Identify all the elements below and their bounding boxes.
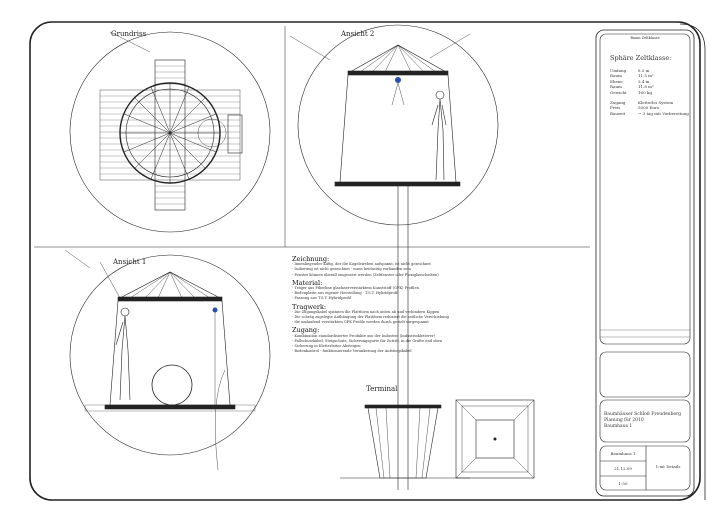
spec-value: 8.5 m [638, 68, 650, 73]
view-label-ansicht-2: Ansicht 2 [341, 30, 375, 38]
spec-key: Raum [610, 84, 622, 90]
sheet-detail: 1:mt Details [655, 464, 681, 469]
sheet-scale: 1:50 [618, 481, 628, 486]
project-info: Baumhäuser Schloß Freudenberg Planung fü… [604, 412, 681, 430]
spec-value: 11.5 m² [638, 73, 654, 79]
spec-value: 11.8 m³ [638, 84, 654, 90]
view-label-ansicht-1: Ansicht 1 [113, 258, 147, 266]
spec-key: Preis [610, 105, 621, 111]
title-block-top-label: Baum Zeltklasse [630, 36, 660, 40]
grundriss-plan [69, 31, 271, 233]
title-block-project [599, 399, 691, 443]
ansicht-2-elevation [297, 24, 499, 247]
spec-row: Umfang 8.5 m [610, 68, 690, 73]
spec-row: Raum 11.8 m³ [610, 84, 690, 89]
spec-key: Umfang [610, 68, 627, 73]
note-line: - Die schräg zugelegte Aufhängung der Pl… [292, 315, 449, 320]
spec-row: Zugang Kletterlei System [610, 100, 690, 105]
spec-value: Kletterlei System [638, 100, 674, 106]
title-block-info-text: Sphäre Zeltklasse: Umfang 8.5 m Raum 11.5 … [610, 54, 690, 116]
notes-heading: Zeichnung: [292, 255, 330, 263]
notes-heading: Zugang: [292, 326, 320, 335]
note-line: - Bodenkontrol - funktionierende Veranke… [292, 349, 412, 354]
title-block-info [599, 33, 691, 345]
notes-block: Zeichnung: - Innenliegender Käfig, der d… [292, 254, 592, 354]
spec-row: Raum 11.5 m² [610, 73, 690, 78]
project-line: Planung für 2010 [604, 418, 644, 423]
spec-row: Ebene 3.4 m [610, 79, 690, 84]
spec-row: Gewicht 160 kg [610, 90, 690, 95]
spec-value: 160 kg [638, 89, 652, 95]
notes-heading: Material: [292, 278, 323, 287]
spec-value: 5000 Euro [638, 105, 660, 111]
spec-row: Bauzeit ~ 3 tag mit Vorbereitung [610, 111, 690, 116]
spec-key: Gewicht [610, 89, 627, 95]
project-line: Baumhäuser Schloß Freudenberg [604, 412, 682, 417]
sheet-frame [29, 21, 701, 501]
note-line: - Bodenplatte aus eigener Herstellung - … [292, 291, 399, 296]
spec-row: Preis 5000 Euro [610, 105, 690, 110]
note-line: - Isolierung ist nicht gezeichnet - muss… [292, 267, 411, 272]
notes-heading: Tragwerk: [292, 302, 327, 311]
view-label-terminal: Terminal [366, 385, 398, 393]
terminal-detail [340, 247, 535, 490]
note-line: - Sicherung in Kletterleiter Absteigen [292, 344, 361, 349]
note-line: - die umlaufend verstärkten GFK Profile … [292, 320, 429, 325]
note-line: - Träger aus Fiberline glasfaserverstärk… [292, 286, 419, 291]
title-block-sheet [599, 445, 691, 491]
ansicht-1-elevation [69, 254, 271, 471]
project-line: Baumhaus 1 [604, 424, 633, 429]
leader-lines [64, 31, 471, 299]
note-line: - Fenster können überall eingesetzt werd… [292, 272, 439, 277]
note-line: - Innenliegender Käfig, der die Kugelstr… [292, 262, 431, 267]
note-line: - Die Zugangskabel spannen die Plattform… [292, 309, 440, 314]
spec-key: Bauzeit [610, 110, 626, 116]
note-line: - Fassung aus T.S.T. Hybridprofil [292, 296, 351, 301]
sheet-name: Baumhaus 1 [610, 451, 636, 456]
spec-value: ~ 3 tag mit Vorbereitung [638, 110, 689, 116]
title-block-heading: Sphäre Zeltklasse: [610, 54, 672, 62]
title-block-frame [595, 29, 695, 497]
spec-value: 3.4 m [638, 78, 650, 84]
view-label-grundriss: Grundriss [111, 30, 147, 38]
note-line: - Fallschutzkabel, Steigschutz, Sicherun… [292, 338, 443, 343]
spec-key: Raum [610, 73, 622, 79]
note-line: - Kombination standardisierter Produkte … [292, 333, 436, 338]
sheet-date: 21.12.09 [614, 466, 632, 471]
title-block-author [599, 351, 691, 398]
spec-key: Ebene [610, 78, 623, 84]
spec-key: Zugang [610, 100, 626, 106]
